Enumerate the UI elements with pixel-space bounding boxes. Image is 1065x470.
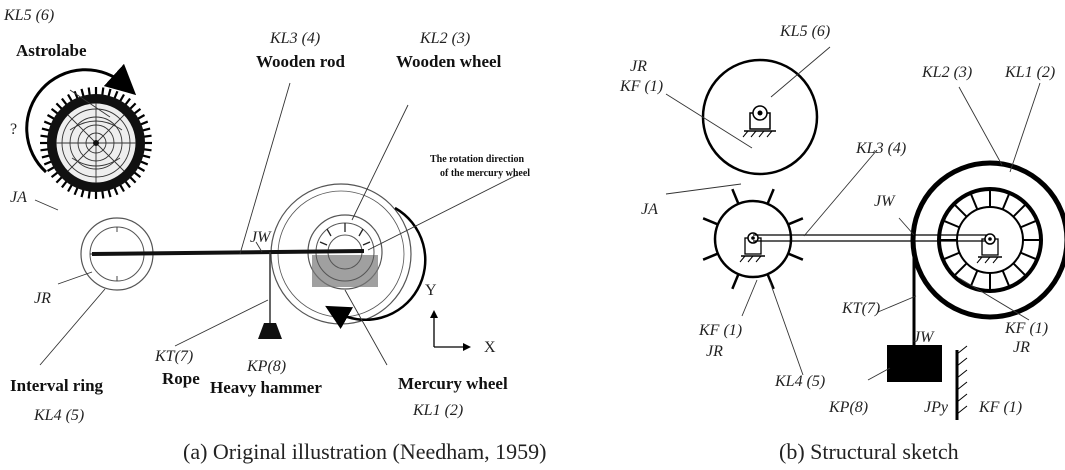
sketch-label-kt: KT(7) [841,300,880,317]
caption-b: (b) Structural sketch [779,439,959,464]
label-kl3: KL3 (4) [269,30,320,47]
sketch-label-kf-bottom: KF (1) [978,399,1022,416]
structural-sketch: KL5 (6) JR KF (1) KL2 (3) KL1 (2) KL3 (4… [619,23,1065,464]
question-mark: ? [10,121,17,138]
mercury-wheel-spokes [939,189,1041,291]
sketch-label-kf-top: KF (1) [619,78,663,95]
sketch-label-kl5: KL5 (6) [779,23,830,40]
astrolabe-label: Astrolabe [16,41,87,60]
sketch-label-kl2: KL2 (3) [921,64,972,81]
wooden-rod-label: Wooden rod [256,52,346,71]
rope-label: Rope [162,369,200,388]
sketch-guide-rail [955,345,968,420]
heavy-hammer-label: Heavy hammer [210,378,322,397]
astrolabe-drawing [40,87,152,199]
sketch-label-kl3: KL3 (4) [855,140,906,157]
sketch-label-jr-top: JR [630,58,647,75]
label-kl5: KL5 (6) [3,7,54,24]
axis-y-label: Y [425,282,437,299]
sketch-interval-ring [713,199,793,279]
sketch-label-jw-top: JW [874,193,896,210]
wooden-wheel-drawing [270,183,412,325]
label-jw: JW [250,229,272,246]
sketch-label-ja: JA [641,201,658,218]
mercury-wheel-label: Mercury wheel [398,374,508,393]
sketch-label-kp: KP(8) [828,399,868,416]
axis-x-label: X [484,339,496,356]
caption-a: (a) Original illustration (Needham, 1959… [183,439,547,464]
label-ja: JA [10,189,27,206]
heavy-hammer [258,323,282,339]
original-illustration: KL5 (6) Astrolabe ? JA KL3 (4) Wooden ro… [3,7,547,464]
sketch-label-kl4: KL4 (5) [774,373,825,390]
rotation-note-line2: of the mercury wheel [440,168,530,179]
sketch-pivot-right [976,233,1002,264]
astrolabe-rotation-arrow [25,63,137,174]
sketch-label-kf-left: KF (1) [698,322,742,339]
interval-ring-teeth [702,188,804,290]
wooden-rod [91,249,365,256]
label-jr: JR [34,290,51,307]
sketch-label-kf-right: KF (1) [1004,320,1048,337]
sketch-label-kl1: KL1 (2) [1004,64,1055,81]
sketch-label-jpy: JPy [924,399,949,416]
label-kl4: KL4 (5) [33,407,84,424]
sketch-label-jr-right: JR [1013,339,1030,356]
sketch-pivot-left [739,232,765,263]
wooden-wheel-label: Wooden wheel [396,52,502,71]
label-kt: KT(7) [154,348,193,365]
rotation-note-line1: The rotation direction [430,154,525,165]
sketch-pivot-top [742,105,776,138]
leader-lines-left [34,82,518,366]
interval-ring-label: Interval ring [10,376,104,395]
sketch-label-jr-left: JR [706,343,723,360]
sketch-label-jw-mid: JW [913,329,935,346]
label-kp: KP(8) [246,358,286,375]
sketch-weight [887,345,942,382]
mercury-wheel-drawing [307,214,383,290]
xy-axes [433,314,467,348]
label-kl2: KL2 (3) [419,30,470,47]
leader-lines-right [665,46,1041,381]
label-kl1: KL1 (2) [412,402,463,419]
